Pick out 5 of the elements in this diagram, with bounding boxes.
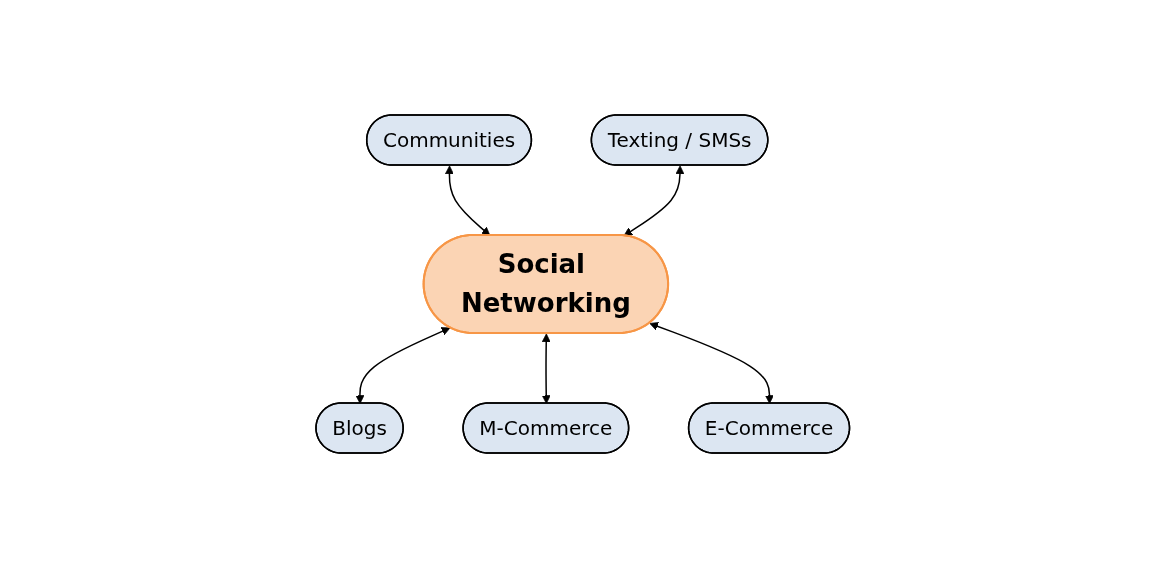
arrow (623, 165, 685, 237)
arrow (444, 165, 491, 236)
arrow (355, 327, 451, 404)
arrow (649, 322, 774, 404)
arrow (541, 333, 551, 404)
